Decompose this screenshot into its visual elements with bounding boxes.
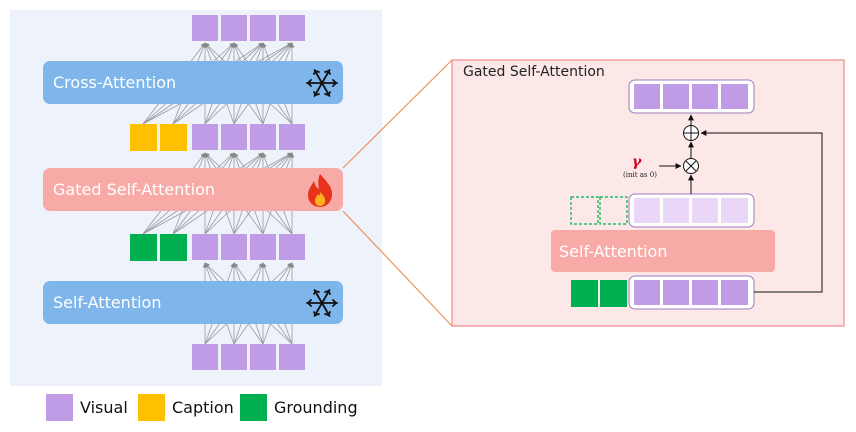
grounding-token: [130, 234, 157, 261]
zoom-connector: [342, 210, 453, 327]
visual-token: [279, 15, 305, 41]
gated-self-attention-block[interactable]: [43, 168, 343, 211]
legend-label-caption: Caption: [172, 398, 234, 417]
input-visual-tokens: [192, 344, 305, 370]
visual-token: [663, 84, 689, 109]
grounding-token: [160, 234, 187, 261]
visual-token: [721, 280, 748, 305]
visual-token: [192, 234, 218, 260]
visual-token: [663, 280, 689, 305]
visual-token: [221, 124, 247, 150]
visual-token: [221, 344, 247, 370]
visual-token: [192, 15, 218, 41]
zoom-connector: [342, 59, 453, 169]
visual-token: [279, 234, 305, 260]
legend-label-visual: Visual: [80, 398, 128, 417]
visual-token: [692, 84, 718, 109]
visual-token: [279, 124, 305, 150]
visual-token: [634, 280, 660, 305]
visual-token: [250, 15, 276, 41]
visual-token: [221, 234, 247, 260]
visual-token-light: [692, 198, 718, 223]
caption-and-visual-tokens: [130, 124, 305, 151]
gated-self-attention-label: Gated Self-Attention: [53, 180, 216, 199]
visual-token-light: [634, 198, 660, 223]
fire-icon: [308, 174, 333, 207]
dropped-grounding-token: [570, 196, 599, 225]
visual-token: [692, 280, 718, 305]
visual-token-light: [663, 198, 689, 223]
caption-token: [160, 124, 187, 151]
self-attention-block[interactable]: [43, 281, 343, 324]
visual-token-light: [721, 198, 748, 223]
visual-token: [250, 234, 276, 260]
grounding-and-visual-tokens: [130, 234, 305, 261]
gamma-init-note: (init as 0): [623, 171, 657, 179]
dropped-grounding-token: [599, 196, 628, 225]
cross-attention-label: Cross-Attention: [53, 73, 177, 92]
visual-token: [250, 344, 276, 370]
grounding-token: [571, 280, 598, 307]
visual-token: [221, 15, 247, 41]
cross-attention-block[interactable]: [43, 61, 343, 104]
caption-token: [130, 124, 157, 151]
grounding-token: [600, 280, 627, 307]
snowflake-icon: [306, 69, 338, 97]
visual-token: [279, 344, 305, 370]
gamma-symbol: γ: [632, 154, 642, 170]
detail-panel-title: Gated Self-Attention: [463, 64, 605, 80]
legend-swatch-grounding: [240, 394, 267, 421]
visual-token: [192, 124, 218, 150]
visual-token: [721, 84, 748, 109]
visual-token: [634, 84, 660, 109]
legend-swatch-caption: [138, 394, 165, 421]
snowflake-icon: [306, 289, 338, 317]
self-attention-label: Self-Attention: [53, 293, 162, 312]
visual-token: [192, 344, 218, 370]
legend-label-grounding: Grounding: [274, 398, 358, 417]
detail-arrows: [659, 114, 823, 293]
detail-self-attention-block[interactable]: [551, 230, 775, 272]
visual-token: [250, 124, 276, 150]
detail-self-attention-label: Self-Attention: [559, 242, 668, 261]
output-visual-tokens: [192, 15, 305, 41]
legend-swatch-visual: [46, 394, 73, 421]
